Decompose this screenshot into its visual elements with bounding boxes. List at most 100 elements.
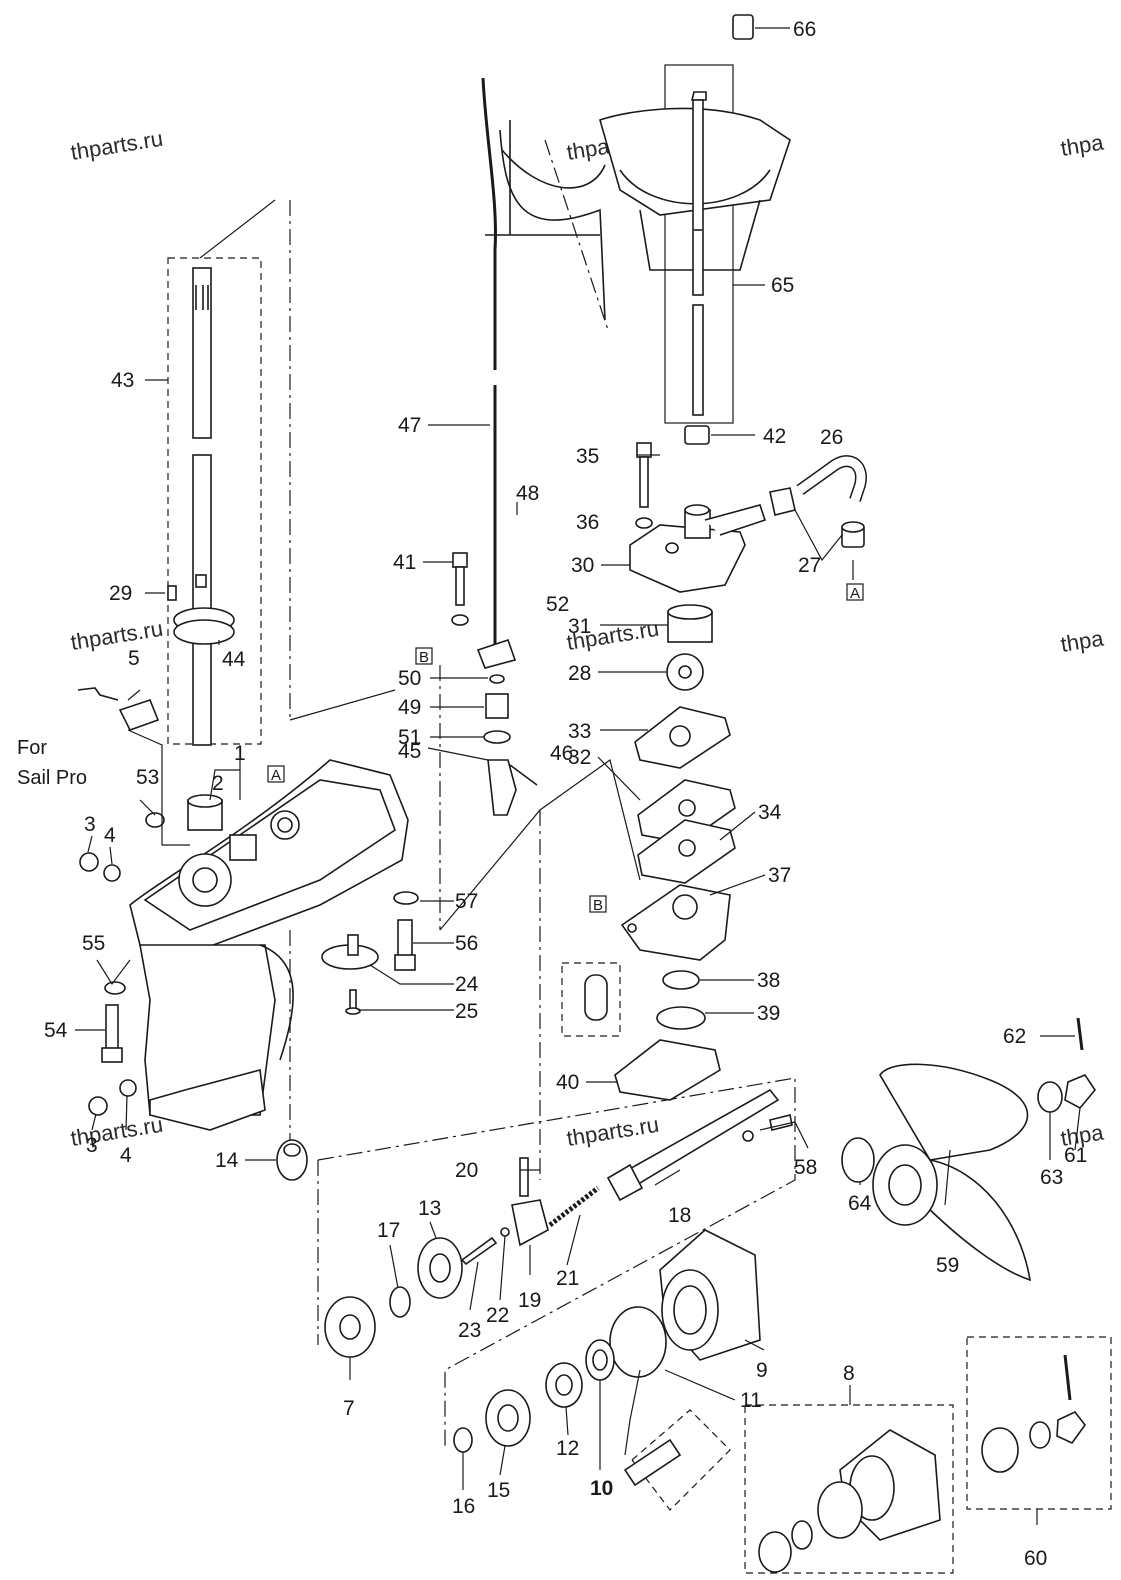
callout-66: 66 [793, 18, 816, 41]
callout-3: 3 [86, 1134, 98, 1157]
parts-49-50-51 [476, 638, 517, 744]
pinion-14 [276, 1139, 308, 1181]
mount-bracket [77, 687, 160, 731]
shift-rod-panel [664, 64, 734, 424]
plug-washer-3-4-top [79, 852, 121, 882]
tube-26-27 [769, 455, 867, 548]
plate-32 [637, 779, 736, 844]
insert-31 [667, 604, 713, 643]
callout-36: 36 [576, 511, 599, 534]
bearing-12 [545, 1362, 583, 1408]
callout-64: 64 [848, 1192, 872, 1215]
note-line-1: For [17, 737, 47, 759]
gear-13 [417, 1237, 463, 1299]
watermark: thparts.ru [69, 1112, 165, 1151]
spring-21 [548, 1186, 600, 1227]
shift-cam-24 [321, 934, 379, 970]
seal-38-39 [656, 970, 706, 1030]
callout-54: 54 [44, 1019, 68, 1042]
bearing-7 [324, 1296, 376, 1358]
callout-46: 46 [550, 742, 573, 765]
kit-8-box [744, 1404, 954, 1574]
grommet-42 [684, 425, 710, 445]
callout-50: 50 [398, 667, 421, 690]
callout-62: 62 [1003, 1025, 1026, 1048]
callout-47: 47 [398, 414, 421, 437]
washer-57-bolt-56 [393, 891, 419, 971]
note-line-2: Sail Pro [17, 767, 87, 789]
callout-33: 33 [568, 720, 591, 743]
callout-4: 4 [120, 1144, 132, 1167]
bushing-2 [187, 794, 223, 831]
callout-1: 1 [234, 742, 246, 765]
seal-10 [585, 1339, 615, 1381]
cotter-pin-62 [1076, 1017, 1084, 1051]
impeller-28 [666, 653, 704, 691]
part-45 [487, 759, 538, 816]
driveshaft [173, 267, 235, 746]
watermark: thparts.ru [69, 616, 165, 655]
kit-8-parts [758, 1429, 941, 1573]
bolt-35-washer-36 [635, 442, 653, 529]
callout-15: 15 [487, 1479, 510, 1502]
callout-65: 65 [771, 274, 794, 297]
callout-60: 60 [1024, 1547, 1047, 1570]
callout-20: 20 [455, 1159, 478, 1182]
screw-25 [345, 989, 361, 1015]
callout-58: 58 [794, 1156, 817, 1179]
callout-25: 25 [455, 1000, 478, 1023]
bolt-54 [101, 1004, 123, 1063]
callout-37: 37 [768, 864, 791, 887]
watermark: thparts.ru [565, 1112, 661, 1151]
driveshaft-group-box [167, 257, 262, 745]
propeller-shaft-18 [606, 1088, 780, 1202]
callout-11: 11 [740, 1389, 762, 1412]
callout-42: 42 [763, 425, 786, 448]
callout-29: 29 [109, 582, 132, 605]
callout-56: 56 [455, 932, 478, 955]
propeller-59 [872, 1063, 1032, 1282]
shift-rod-65 [690, 91, 707, 416]
callout-61: 61 [1064, 1144, 1087, 1167]
spacer-64 [841, 1137, 875, 1183]
ref-marker-b: B [419, 649, 429, 666]
callout-63: 63 [1040, 1166, 1063, 1189]
callout-22: 22 [486, 1304, 509, 1327]
group-link [439, 758, 641, 931]
grouping-lines [167, 64, 1112, 1574]
callout-numbers: 66 65 42 26 35 36 30 27 52 31 28 33 32 3… [44, 18, 1087, 1570]
callout-51: 51 [398, 726, 421, 749]
callout-14: 14 [215, 1149, 239, 1172]
callout-35: 35 [576, 445, 599, 468]
callout-34: 34 [758, 801, 782, 824]
ref-marker-a: A [850, 585, 860, 602]
bolt-58 [742, 1114, 793, 1142]
leader-lines [75, 27, 1081, 1525]
callout-5: 5 [128, 647, 140, 670]
callout-57: 57 [455, 890, 478, 913]
callout-28: 28 [568, 662, 591, 685]
plug-washer-3-4-bottom [88, 1079, 137, 1116]
washer-55 [104, 981, 126, 995]
watermark-partial: thpa [1059, 129, 1106, 161]
grommet-66 [732, 14, 754, 40]
bushing-inset-box [561, 962, 621, 1037]
ref-markers: A A B B [267, 583, 864, 914]
ref-marker-a: A [271, 767, 281, 784]
callout-13: 13 [418, 1197, 441, 1220]
callout-17: 17 [377, 1219, 400, 1242]
ref-marker-b: B [593, 897, 603, 914]
callout-44: 44 [222, 648, 246, 671]
callout-2: 2 [212, 772, 224, 795]
pump-housing-30 [629, 504, 767, 593]
housing-37 [620, 884, 731, 961]
callout-19: 19 [518, 1289, 541, 1312]
bushing-inset [584, 974, 608, 1021]
callout-9: 9 [756, 1359, 768, 1382]
clutch-19 [511, 1199, 549, 1247]
lower-casing [129, 759, 409, 1131]
callout-16: 16 [452, 1495, 475, 1518]
gasket-33 [634, 706, 731, 769]
o-ring-11 [609, 1306, 667, 1378]
